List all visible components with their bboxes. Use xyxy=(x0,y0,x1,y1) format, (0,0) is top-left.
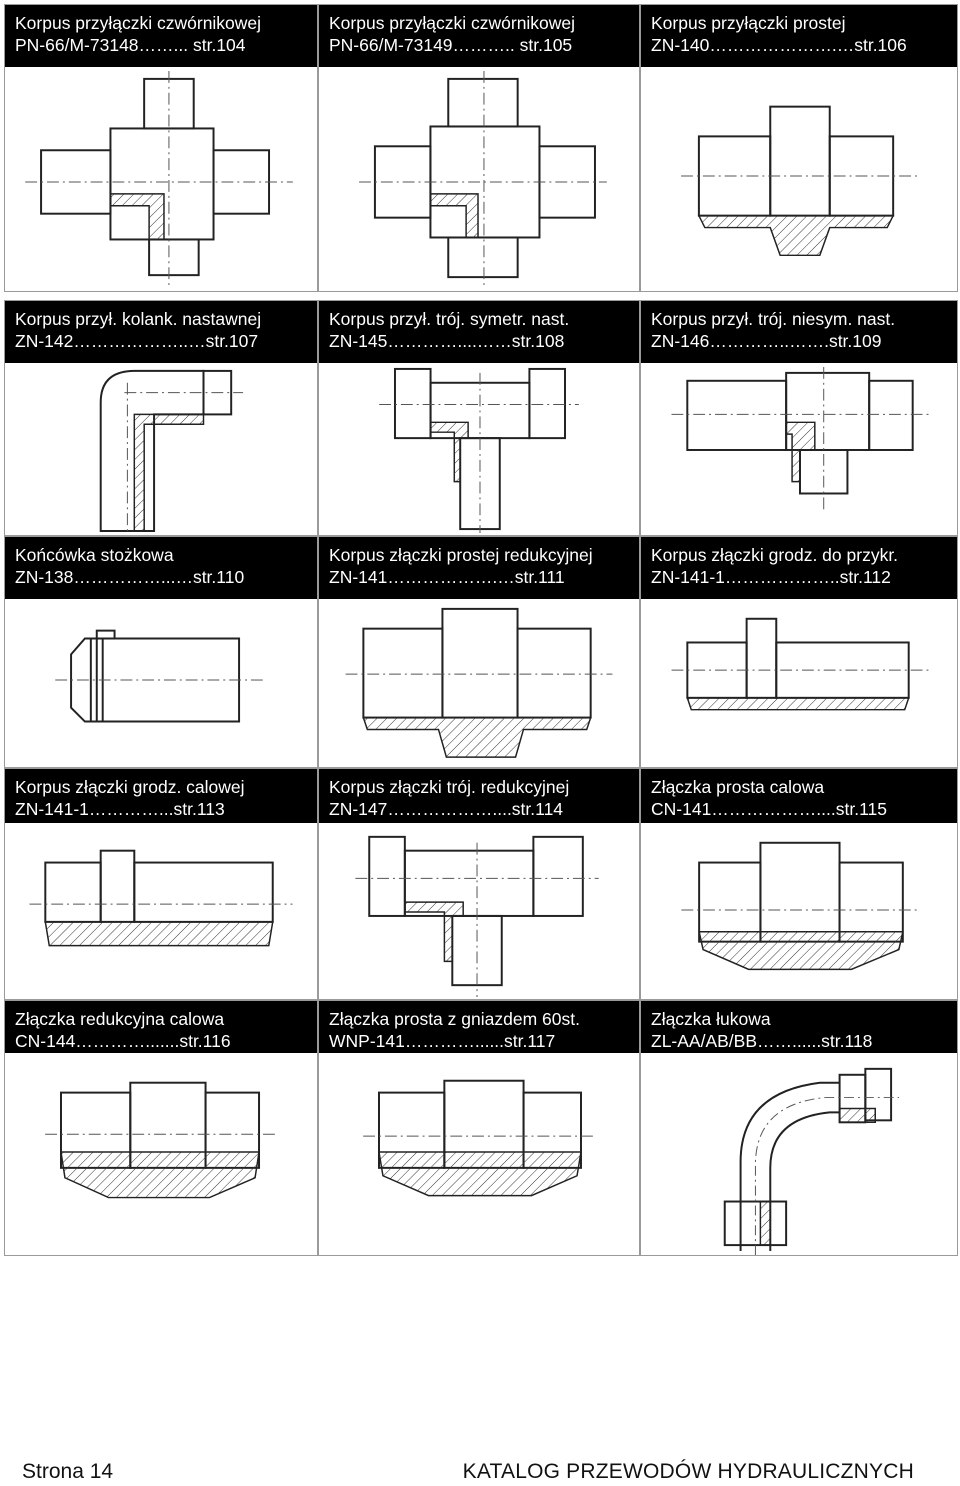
item-reference: CN-141………………....str.115 xyxy=(651,799,887,819)
item-reference: WNP-141…………......str.117 xyxy=(329,1031,556,1051)
item-title: Korpus przył. trój. symetr. nast. xyxy=(329,309,570,329)
item-reference: ZN-145…………....……str.108 xyxy=(329,331,565,351)
item-reference: ZN-140………………….…str.106 xyxy=(651,35,907,55)
item-reference: ZN-141-1…………...str.113 xyxy=(15,799,225,819)
cone-nipple-drawing-icon xyxy=(5,599,317,767)
catalog-item: Złączka prosta z gniazdem 60st.WNP-141……… xyxy=(318,1000,640,1256)
union-60deg-seat-drawing-icon xyxy=(319,1053,639,1255)
item-title: Złączka redukcyjna calowa xyxy=(15,1009,225,1029)
item-reference: ZN-141-1………………..str.112 xyxy=(651,567,891,587)
bulkhead-union-drawing-icon xyxy=(641,599,957,767)
tee-symmetric-drawing-icon xyxy=(319,363,639,535)
catalog-item: Korpus złączki grodz. do przykr.ZN-141-1… xyxy=(640,536,958,768)
elbow-fitting-drawing-icon xyxy=(5,363,317,535)
cross-fitting-symmetric-drawing-icon xyxy=(319,67,639,291)
bulkhead-inch-drawing-icon xyxy=(5,823,317,999)
item-reference: ZN-138……………...…str.110 xyxy=(15,567,245,587)
item-title: Końcówka stożkowa xyxy=(15,545,174,565)
item-title: Złączka łukowa xyxy=(651,1009,771,1029)
item-title: Korpus złączki grodz. do przykr. xyxy=(651,545,899,565)
catalog-item: Korpus przył. trój. niesym. nast.ZN-146…… xyxy=(640,300,958,536)
item-title: Korpus przyłączki prostej xyxy=(651,13,846,33)
catalog-item: Korpus przył. trój. symetr. nast.ZN-145…… xyxy=(318,300,640,536)
item-title: Złączka prosta calowa xyxy=(651,777,825,797)
item-title: Korpus przyłączki czwórnikowej xyxy=(329,13,576,33)
item-title: Korpus złączki prostej redukcyjnej xyxy=(329,545,593,565)
item-title: Korpus złączki grodz. calowej xyxy=(15,777,245,797)
page-number: Strona 14 xyxy=(22,1460,114,1483)
item-reference: PN-66/M-73149……….. str.105 xyxy=(329,35,573,55)
item-reference: CN-144………….......str.116 xyxy=(15,1031,231,1051)
inch-union-drawing-icon xyxy=(641,823,957,999)
item-title: Korpus przył. trój. niesym. nast. xyxy=(651,309,896,329)
item-reference: ZN-142………………..…str.107 xyxy=(15,331,259,351)
item-reference: ZN-147………………....str.114 xyxy=(329,799,564,819)
tee-asymmetric-drawing-icon xyxy=(641,363,957,535)
item-reference: ZN-141……………….…str.111 xyxy=(329,567,565,587)
bent-union-drawing-icon xyxy=(641,1053,957,1255)
item-title: Złączka prosta z gniazdem 60st. xyxy=(329,1009,580,1029)
item-title: Korpus przyłączki czwórnikowej xyxy=(15,13,262,33)
cross-fitting-drawing-icon xyxy=(5,67,317,291)
item-reference: ZN-146…………..…….str.109 xyxy=(651,331,882,351)
reducing-tee-drawing-icon xyxy=(319,823,639,999)
catalog-title: KATALOG PRZEWODÓW HYDRAULICZNYCH xyxy=(462,1460,914,1483)
item-reference: ZL-AA/AB/BB……......str.118 xyxy=(651,1031,873,1051)
item-title: Korpus przył. kolank. nastawnej xyxy=(15,309,262,329)
straight-fitting-drawing-icon xyxy=(641,67,957,291)
reducing-union-drawing-icon xyxy=(319,599,639,767)
reducing-inch-union-drawing-icon xyxy=(5,1053,317,1255)
item-reference: PN-66/M-73148……... str.104 xyxy=(15,35,246,55)
item-title: Korpus złączki trój. redukcyjnej xyxy=(329,777,570,797)
